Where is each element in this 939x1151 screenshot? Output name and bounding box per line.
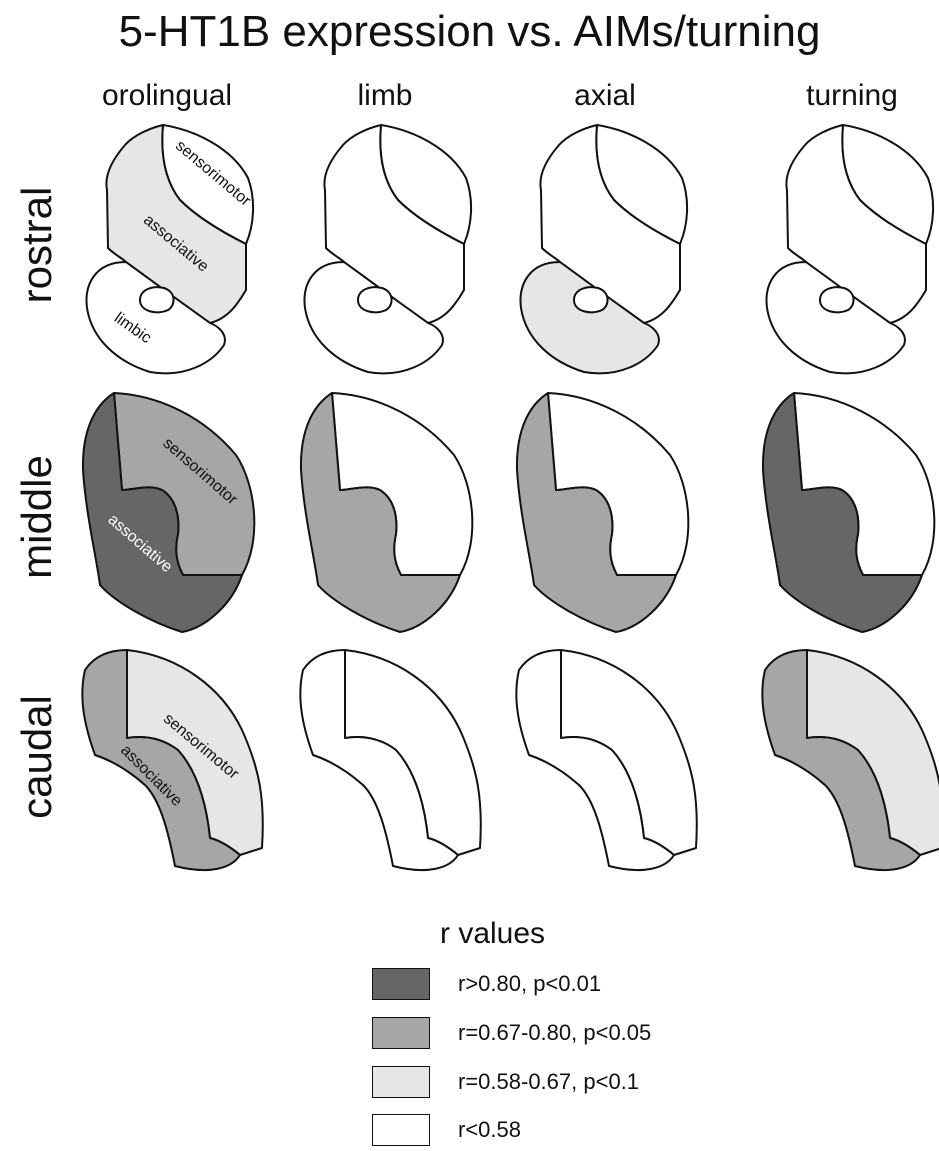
panel-rostral-limb [305, 125, 472, 373]
panel-middle-turning [763, 393, 934, 632]
legend-label-strong: r>0.80, p<0.01 [458, 969, 601, 999]
legend-title: r values [440, 914, 545, 954]
legend-label-weak: r=0.58-0.67, p<0.1 [458, 1067, 639, 1097]
legend-swatch-moderate [372, 1017, 430, 1049]
legend-label-moderate: r=0.67-0.80, p<0.05 [458, 1018, 651, 1048]
panel-caudal-axial [516, 650, 696, 870]
panel-rostral-axial [521, 125, 688, 373]
ventricle-hole-rostral-axial [574, 287, 608, 312]
ventricle-hole-rostral-limb [358, 287, 392, 312]
legend-swatch-none [372, 1114, 430, 1146]
legend-label-none: r<0.58 [458, 1115, 521, 1145]
panel-caudal-turning [762, 650, 939, 870]
panel-caudal-limb [300, 650, 480, 870]
legend-item-weak: r=0.58-0.67, p<0.1 [372, 1064, 639, 1100]
legend-item-strong: r>0.80, p<0.01 [372, 966, 601, 1002]
legend-swatch-strong [372, 968, 430, 1000]
panel-middle-axial [517, 393, 688, 632]
ventricle-hole-rostral-orolingual [140, 287, 174, 312]
legend-swatch-weak [372, 1066, 430, 1098]
legend-item-moderate: r=0.67-0.80, p<0.05 [372, 1015, 651, 1051]
legend-item-none: r<0.58 [372, 1112, 521, 1148]
panel-middle-limb [301, 393, 472, 632]
ventricle-hole-rostral-turning [820, 287, 854, 312]
panel-rostral-turning [767, 125, 934, 373]
